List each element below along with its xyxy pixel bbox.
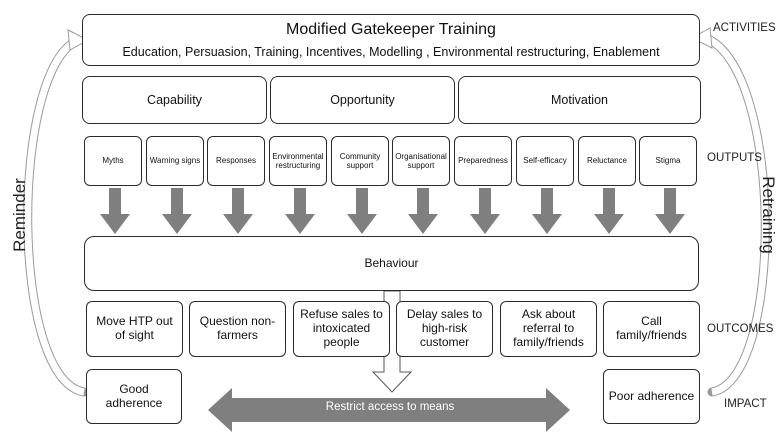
retraining-arrowhead [690, 27, 713, 49]
activities-box: Modified Gatekeeper Training Education, … [82, 14, 700, 66]
outcome-delay-sales: Delay sales to high-risk customer [396, 301, 493, 357]
output-myths: Myths [84, 136, 142, 186]
opportunity-box: Opportunity [270, 76, 455, 124]
reminder-curve-arrow [23, 35, 89, 397]
label-retraining: Retraining [759, 176, 778, 254]
reminder-arrowhead [67, 29, 90, 51]
impact-good-adherence: Good adherence [86, 369, 182, 424]
label-activities: ACTIVITIES [713, 22, 776, 34]
down-arrow [594, 188, 624, 234]
output-self-efficacy: Self-efficacy [516, 136, 574, 186]
output-organisational-support: Organisational support [392, 136, 450, 186]
label-outcomes: OUTCOMES [707, 323, 774, 335]
down-arrow [408, 188, 438, 234]
label-impact: IMPACT [724, 398, 767, 410]
down-arrow [223, 188, 253, 234]
down-arrow [470, 188, 500, 234]
down-arrow [347, 188, 377, 234]
impact-poor-adherence: Poor adherence [603, 369, 700, 424]
down-arrow [655, 188, 685, 234]
label-reminder: Reminder [10, 178, 29, 252]
down-arrow [285, 188, 315, 234]
capability-box: Capability [82, 76, 267, 124]
restrict-access-label: Restrict access to means [325, 401, 455, 413]
retraining-curve-arrow [701, 33, 770, 397]
label-outputs: OUTPUTS [707, 152, 762, 164]
outcome-move-htp: Move HTP out of sight [86, 301, 183, 357]
output-stigma: Stigma [639, 136, 697, 186]
down-arrow [162, 188, 192, 234]
output-warning-signs: Warning signs [146, 136, 204, 186]
activities-subtitle: Education, Persuasion, Training, Incenti… [122, 45, 660, 59]
down-arrow [100, 188, 130, 234]
down-arrow [532, 188, 562, 234]
outcome-ask-referral: Ask about referral to family/friends [500, 301, 597, 357]
output-preparedness: Preparedness [454, 136, 512, 186]
restrict-access-arrow [208, 388, 570, 432]
outcome-question-non-farmers: Question non-farmers [189, 301, 286, 357]
output-community-support: Community support [331, 136, 389, 186]
output-reluctance: Reluctance [578, 136, 636, 186]
activities-title: Modified Gatekeeper Training [286, 20, 496, 38]
motivation-box: Motivation [458, 76, 701, 124]
outcome-refuse-sales: Refuse sales to intoxicated people [293, 301, 390, 357]
behaviour-box: Behaviour [84, 236, 699, 291]
outcome-call-family: Call family/friends [603, 301, 700, 357]
output-environmental-restructuring: Environmental restructuring [269, 136, 327, 186]
output-responses: Responses [207, 136, 265, 186]
output-down-arrows [100, 188, 685, 234]
